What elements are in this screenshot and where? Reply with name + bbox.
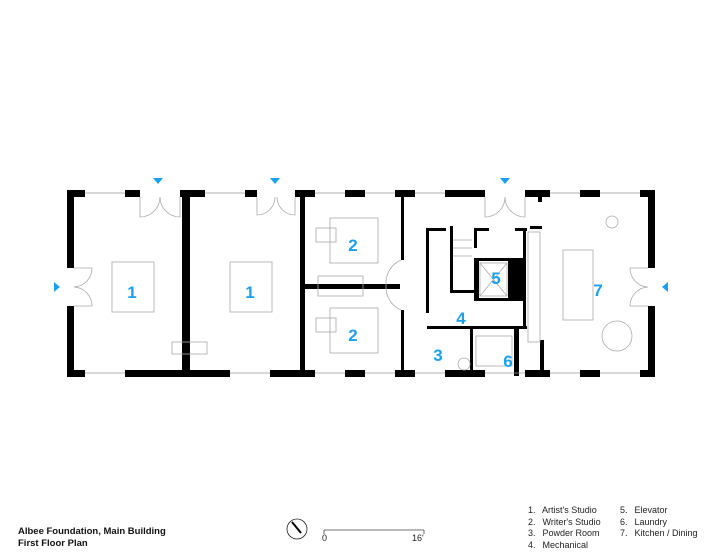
room-label-7: 7 (593, 281, 602, 300)
room-label-2: 2 (348, 236, 357, 255)
room-label-2: 2 (348, 326, 357, 345)
legend-col-2: 5. Elevator 6. Laundry 7. Kitchen / Dini… (620, 505, 698, 540)
room-label-4: 4 (456, 309, 466, 328)
entry-markers (54, 178, 668, 292)
walls (67, 190, 655, 377)
entry-arrow-icon (153, 178, 163, 184)
windows (85, 192, 640, 374)
legend-item: 5. Elevator (620, 505, 698, 517)
entry-arrow-icon (662, 282, 668, 292)
legend-label: Artist's Studio (542, 505, 597, 515)
legend-item: 3. Powder Room (528, 528, 601, 540)
legend-item: 4. Mechanical (528, 540, 601, 552)
room-label-1: 1 (245, 283, 254, 302)
legend-item: 6. Laundry (620, 517, 698, 529)
scale-bar (323, 529, 425, 534)
legend-num: 1. (528, 505, 536, 515)
scale-end: 16' (412, 533, 424, 543)
legend-num: 4. (528, 539, 536, 550)
doors-and-furniture (73, 196, 649, 371)
legend-label: Writer's Studio (542, 516, 601, 527)
legend-label: Kitchen / Dining (634, 528, 698, 538)
entry-arrow-icon (500, 178, 510, 184)
room-label-1: 1 (127, 283, 136, 302)
legend-label: Laundry (634, 516, 668, 527)
legend-label: Powder Room (542, 528, 600, 538)
legend-num: 2. (528, 516, 536, 527)
legend-col-1: 1. Artist's Studio 2. Writer's Studio 3.… (528, 505, 601, 551)
legend-label: Mechanical (542, 539, 589, 550)
scale-start: 0 (322, 533, 328, 543)
legend-num: 5. (620, 505, 628, 515)
legend-label: Elevator (634, 505, 668, 515)
room-labels: 1 1 2 2 3 4 5 6 7 (127, 236, 602, 371)
entry-arrow-icon (54, 282, 60, 292)
room-label-6: 6 (503, 352, 512, 371)
room-label-5: 5 (491, 269, 500, 288)
legend-item: 1. Artist's Studio (528, 505, 601, 517)
title-line-2: First Floor Plan (18, 538, 88, 549)
legend-item: 7. Kitchen / Dining (620, 528, 698, 540)
plan-title: Albee Foundation, Main Building First Fl… (18, 526, 166, 550)
legend-num: 6. (620, 516, 628, 527)
legend-num: 3. (528, 528, 536, 538)
entry-arrow-icon (270, 178, 280, 184)
legend-item: 2. Writer's Studio (528, 517, 601, 529)
north-arrow-icon (286, 518, 308, 540)
room-label-3: 3 (433, 346, 442, 365)
legend-num: 7. (620, 528, 628, 538)
title-line-1: Albee Foundation, Main Building (18, 526, 166, 537)
